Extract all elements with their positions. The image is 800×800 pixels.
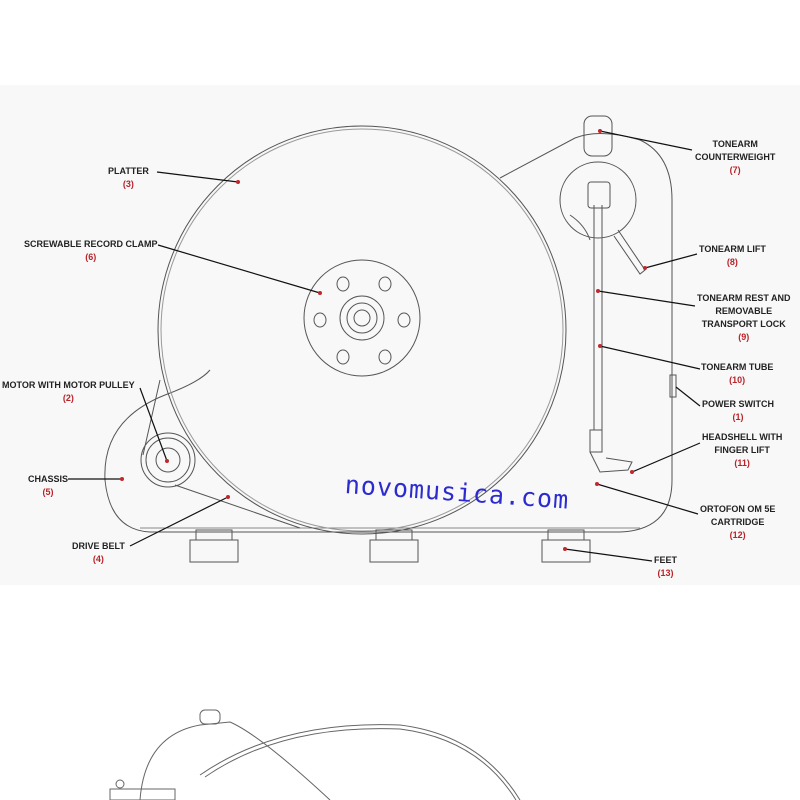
- motor-pulley: [140, 432, 196, 488]
- label-cartridge: ORTOFON OM 5E CARTRIDGE(12): [700, 504, 776, 540]
- chassis-outline: [104, 132, 673, 533]
- label-tonearm-lift: TONEARM LIFT(8): [699, 244, 766, 267]
- label-power-switch: POWER SWITCH(1): [702, 399, 774, 422]
- platter-rim: [160, 128, 564, 532]
- label-record-clamp: SCREWABLE RECORD CLAMP(6): [24, 239, 158, 262]
- label-tonearm-rest: TONEARM REST AND REMOVABLE TRANSPORT LOC…: [697, 293, 791, 342]
- label-tonearm-tube: TONEARM TUBE(10): [701, 362, 774, 385]
- label-motor: MOTOR WITH MOTOR PULLEY(2): [2, 380, 135, 403]
- platter: [157, 125, 567, 535]
- label-drive-belt: DRIVE BELT(4): [72, 541, 125, 564]
- callout-dots: [120, 129, 647, 551]
- label-platter: PLATTER(3): [108, 166, 149, 189]
- tonearm: [559, 115, 677, 473]
- leader-lines: [68, 130, 701, 562]
- label-feet: FEET(13): [654, 555, 678, 578]
- label-chassis: CHASSIS(5): [28, 474, 69, 497]
- second-view-drawing: [109, 709, 521, 800]
- label-headshell: HEADSHELL WITH FINGER LIFT(11): [702, 432, 783, 468]
- feet: [189, 529, 591, 563]
- drive-belt: [142, 379, 301, 529]
- label-counterweight: TONEARM COUNTERWEIGHT(7): [695, 139, 776, 175]
- record-clamp: [303, 259, 421, 377]
